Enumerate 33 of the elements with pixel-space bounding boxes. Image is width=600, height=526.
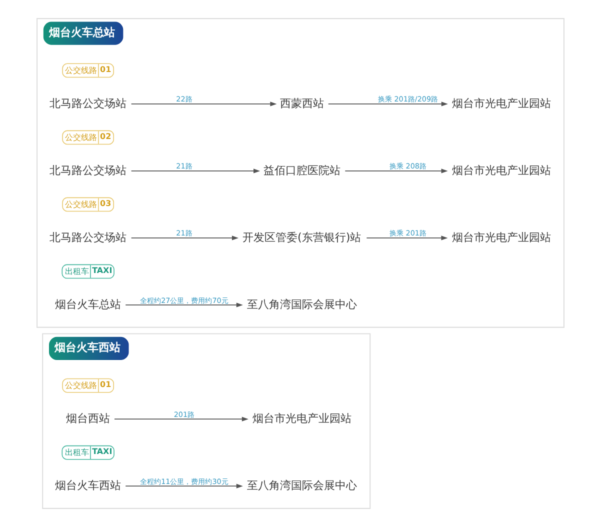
arrow [124, 302, 242, 307]
edge-label: 全程约11公里，费用约30元 [140, 476, 228, 486]
node-text: 烟台火车总站 [54, 297, 121, 310]
node-text: 至八角湾国际会展中心 [246, 478, 356, 492]
node-text: 烟台西站 [66, 412, 110, 425]
arrow [366, 235, 448, 240]
node-text: 烟台火车西站 [54, 478, 121, 492]
node-text: 烟台市光电产业园站 [451, 96, 550, 110]
node-text: 益佰口腔医院站 [262, 163, 340, 176]
edge-label: 21路 [176, 228, 192, 238]
arrow [114, 416, 248, 421]
arrow [130, 235, 238, 240]
edge-label: 换乘 201路/209路 [377, 94, 438, 104]
arrow [327, 101, 448, 106]
edge-label: 22路 [176, 94, 192, 104]
node-text: 烟台市光电产业园站 [451, 230, 550, 244]
edge-label: 换乘 208路 [389, 161, 426, 170]
edge-label: 换乘 201路 [389, 228, 426, 238]
node-text: 烟台市光电产业园站 [252, 412, 351, 425]
edge-label: 21路 [176, 161, 192, 170]
node-text: 北马路公交场站 [49, 230, 126, 244]
node-text: 西蒙西站 [279, 96, 324, 110]
arrow [130, 101, 276, 106]
node-text: 烟台市光电产业园站 [451, 163, 550, 176]
arrow [124, 483, 242, 488]
arrow [344, 168, 448, 173]
edge-label: 全程约27公里，费用约70元 [140, 295, 228, 304]
arrow [130, 168, 260, 173]
node-text: 至八角湾国际会展中心 [246, 297, 356, 310]
node-text: 北马路公交场站 [49, 163, 126, 176]
edge-label: 201路 [173, 409, 194, 418]
node-text: 北马路公交场站 [49, 96, 126, 110]
node-text: 开发区管委(东营银行)站 [242, 230, 361, 244]
